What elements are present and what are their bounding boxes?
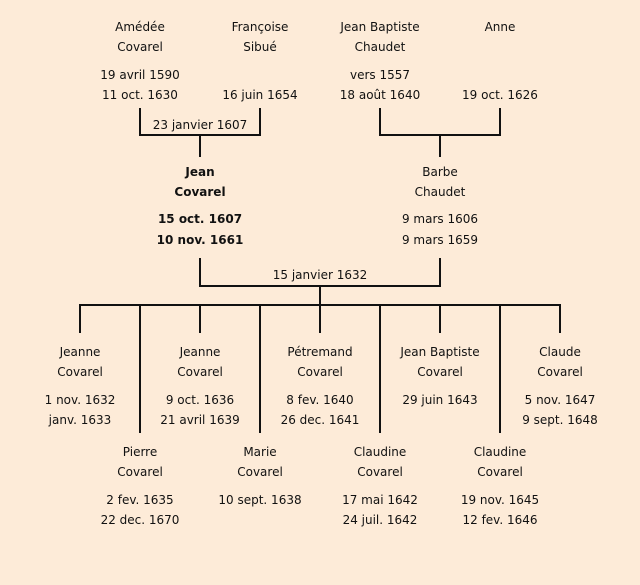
person-birth-date: 19 nov. 1645	[460, 493, 540, 507]
child-connector-line	[199, 304, 201, 333]
child-connector-line	[259, 304, 261, 433]
person-first-name: Françoise	[231, 20, 289, 34]
connector-line	[379, 108, 381, 136]
person-death-date: janv. 1633	[48, 413, 112, 427]
person-last-name: Chaudet	[354, 40, 406, 54]
child-connector-line	[379, 304, 381, 433]
person-first-name: Pierre	[122, 445, 158, 459]
person-birth-date: 9 mars 1606	[401, 212, 479, 226]
person-birth-date: 15 oct. 1607	[157, 212, 243, 226]
person-death-date: 22 dec. 1670	[100, 513, 180, 527]
person-birth-date: 2 fev. 1635	[106, 493, 174, 507]
person-last-name: Covarel	[117, 40, 163, 54]
person-death-date: 10 nov. 1661	[156, 233, 244, 247]
person-first-name: Pétremand	[287, 345, 353, 359]
child-connector-line	[139, 304, 141, 433]
descent-line	[199, 134, 201, 157]
person-first-name: Claudine	[353, 445, 407, 459]
person-last-name: Covarel	[537, 365, 583, 379]
person-birth-date: vers 1557	[349, 68, 411, 82]
person-last-name: Covarel	[477, 465, 523, 479]
person-last-name: Covarel	[117, 465, 163, 479]
connector-line	[259, 108, 261, 136]
person-first-name: Jeanne	[179, 345, 221, 359]
person-last-name: Covarel	[357, 465, 403, 479]
descent-line	[319, 285, 321, 306]
person-death-date: 19 oct. 1626	[462, 88, 538, 102]
person-last-name: Covarel	[177, 365, 223, 379]
person-first-name: Jean Baptiste	[400, 345, 480, 359]
person-first-name: Anne	[484, 20, 516, 34]
person-birth-date: 29 juin 1643	[402, 393, 478, 407]
person-last-name: Covarel	[237, 465, 283, 479]
person-birth-date: 10 sept. 1638	[218, 493, 302, 507]
child-connector-line	[319, 304, 321, 333]
person-first-name: Marie	[243, 445, 277, 459]
person-birth-date: 9 oct. 1636	[165, 393, 235, 407]
marriage-date: 23 janvier 1607	[152, 118, 248, 132]
child-connector-line	[559, 304, 561, 333]
person-last-name: Sibué	[243, 40, 277, 54]
person-last-name: Covarel	[297, 365, 343, 379]
descent-line	[439, 134, 441, 157]
person-death-date: 16 juin 1654	[222, 88, 298, 102]
connector-line	[439, 258, 441, 287]
person-death-date: 9 mars 1659	[401, 233, 479, 247]
child-connector-line	[79, 304, 81, 333]
person-first-name: Jeanne	[59, 345, 101, 359]
person-last-name: Covarel	[57, 365, 103, 379]
person-death-date: 9 sept. 1648	[522, 413, 598, 427]
person-birth-date: 17 mai 1642	[342, 493, 418, 507]
child-connector-line	[439, 304, 441, 333]
person-last-name: Chaudet	[414, 185, 466, 199]
person-death-date: 18 août 1640	[339, 88, 421, 102]
person-birth-date: 1 nov. 1632	[44, 393, 116, 407]
person-first-name: Barbe	[422, 165, 458, 179]
person-last-name: Covarel	[417, 365, 463, 379]
person-death-date: 12 fev. 1646	[462, 513, 538, 527]
connector-line	[199, 258, 201, 287]
person-first-name: Claudine	[473, 445, 527, 459]
connector-line	[499, 108, 501, 136]
person-birth-date: 19 avril 1590	[100, 68, 180, 82]
connector-line	[139, 108, 141, 136]
person-last-name: Covarel	[174, 185, 226, 199]
person-first-name: Jean	[185, 165, 215, 179]
person-birth-date: 8 fev. 1640	[286, 393, 354, 407]
marriage-date: 15 janvier 1632	[272, 268, 368, 282]
person-birth-date: 5 nov. 1647	[524, 393, 596, 407]
child-connector-line	[499, 304, 501, 433]
person-death-date: 26 dec. 1641	[280, 413, 360, 427]
person-first-name: Claude	[539, 345, 581, 359]
person-death-date: 11 oct. 1630	[102, 88, 178, 102]
person-death-date: 24 juil. 1642	[342, 513, 418, 527]
person-death-date: 21 avril 1639	[160, 413, 240, 427]
person-first-name: Amédée	[115, 20, 165, 34]
person-first-name: Jean Baptiste	[340, 20, 420, 34]
